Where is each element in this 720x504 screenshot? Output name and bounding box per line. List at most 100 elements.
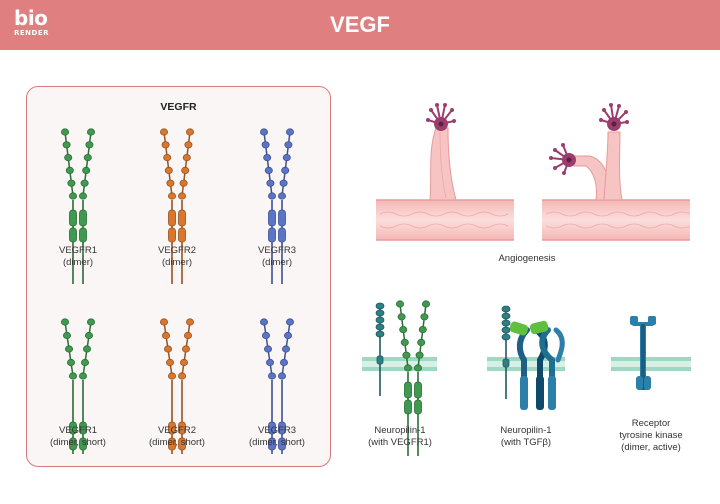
ig-domain xyxy=(82,166,91,174)
kinase-domain xyxy=(178,421,186,435)
neuropilin-domain xyxy=(375,323,385,331)
ig-domain xyxy=(165,358,174,367)
label-line: (with VEGFR1) xyxy=(368,437,432,448)
logo-text: bio xyxy=(14,6,48,30)
label-line: Neuropilin-1 xyxy=(374,425,426,436)
ig-domain xyxy=(421,300,430,308)
kinase-domain xyxy=(69,209,77,227)
ig-domain xyxy=(85,331,94,340)
ig-domain xyxy=(65,166,74,174)
kinase-domain xyxy=(79,227,87,243)
ig-domain xyxy=(67,179,76,187)
ig-domain xyxy=(267,372,276,380)
ig-domain xyxy=(282,154,291,162)
tip-cell-right-top xyxy=(599,103,629,131)
biorender-logo[interactable]: bio RENDER xyxy=(14,8,49,37)
kinase-domain xyxy=(404,381,412,399)
ig-domain xyxy=(62,141,71,149)
ig-domain xyxy=(283,331,292,340)
label-vegfr3-short: VEGFR3 (dimer, short) xyxy=(212,425,342,449)
tgfb-receptor-right xyxy=(539,327,565,410)
kinase-domain xyxy=(69,437,77,451)
vegfr1-neuropilin-dimer xyxy=(395,300,430,456)
ig-domain xyxy=(403,364,412,372)
ig-domain xyxy=(259,318,268,326)
label-vegfr1-short: VEGFR1 (dimer, short) xyxy=(13,425,143,449)
kinase-domain xyxy=(79,437,87,451)
kinase-domain xyxy=(268,421,276,435)
vegfr3-dimer-icon xyxy=(259,128,294,284)
ig-domain xyxy=(161,141,170,149)
tip-cell-right-side xyxy=(549,143,576,175)
neuropilin-domain xyxy=(501,333,511,341)
neuropilin-1-icon xyxy=(375,302,385,396)
neuropilin-tgfb-complex xyxy=(501,305,565,410)
label-line: Receptor xyxy=(631,418,671,429)
neuropilin-domain xyxy=(375,302,385,310)
ig-domain xyxy=(161,331,170,340)
ig-domain xyxy=(395,300,404,308)
vegfr2-short-dimer-icon xyxy=(159,318,194,454)
tip-cell-left xyxy=(426,103,456,131)
vegfr2-dimer-icon xyxy=(159,128,194,284)
ig-domain xyxy=(61,128,70,136)
ig-domain xyxy=(179,358,188,367)
ig-domain xyxy=(263,345,272,353)
ig-domain xyxy=(402,351,411,359)
ig-domain xyxy=(266,179,275,187)
ig-domain xyxy=(79,372,88,380)
ig-domain xyxy=(177,192,186,200)
kinase-domain xyxy=(268,437,276,451)
vegfr1-dimer-icon xyxy=(61,128,96,284)
ig-domain xyxy=(267,192,276,200)
ig-domain xyxy=(64,154,73,162)
ig-domain xyxy=(181,345,190,353)
label-neuropilin-tgfb: Neuropilin-1 (with TGFβ) xyxy=(461,425,591,449)
ig-domain xyxy=(163,345,172,353)
ig-domain xyxy=(69,372,78,380)
ig-domain xyxy=(181,166,190,174)
label-line: (dimer, short) xyxy=(50,437,106,448)
kinase-domain xyxy=(69,227,77,243)
kinase-domain xyxy=(268,209,276,227)
kinase-domain xyxy=(69,421,77,435)
ig-domain xyxy=(263,154,272,162)
ig-domain xyxy=(281,166,290,174)
ig-domain xyxy=(281,345,290,353)
kinase-domain xyxy=(414,381,422,399)
neuropilin-domain xyxy=(501,319,511,327)
label-neuropilin-vegfr1: Neuropilin-1 (with VEGFR1) xyxy=(335,425,465,449)
label-line: VEGFR3 xyxy=(257,425,296,436)
ig-domain xyxy=(69,192,78,200)
ig-domain xyxy=(177,372,186,380)
label-line: VEGFR3 xyxy=(257,245,296,256)
ig-domain xyxy=(61,318,70,326)
sprout-left xyxy=(429,127,457,201)
ig-domain xyxy=(81,358,90,367)
ig-domain xyxy=(264,166,273,174)
angiogenesis-illustration xyxy=(376,103,691,241)
membrane-rtk xyxy=(611,357,691,371)
label-vegfr1-dimer: VEGFR1 (dimer) xyxy=(13,245,143,269)
ig-domain xyxy=(399,325,408,334)
label-vegfr2-dimer: VEGFR2 (dimer) xyxy=(112,245,242,269)
ig-domain xyxy=(87,318,96,326)
ig-domain xyxy=(285,318,294,326)
vegfr-panel: VEGFR xyxy=(26,86,331,467)
ig-domain xyxy=(164,166,173,174)
ig-domain xyxy=(261,141,270,149)
neuropilin-domain xyxy=(502,358,510,368)
label-line: Neuropilin-1 xyxy=(500,425,552,436)
ig-domain xyxy=(184,141,193,149)
ig-domain xyxy=(417,338,426,346)
ig-domain xyxy=(279,179,288,187)
label-line: (dimer) xyxy=(62,257,94,268)
ig-domain xyxy=(166,179,175,187)
ig-domain xyxy=(185,318,194,326)
ig-domain xyxy=(87,128,96,136)
ig-domain xyxy=(277,372,286,380)
sprout-right xyxy=(573,131,623,201)
ig-domain xyxy=(159,318,168,326)
ig-domain xyxy=(279,358,288,367)
kinase-domain xyxy=(278,209,286,227)
